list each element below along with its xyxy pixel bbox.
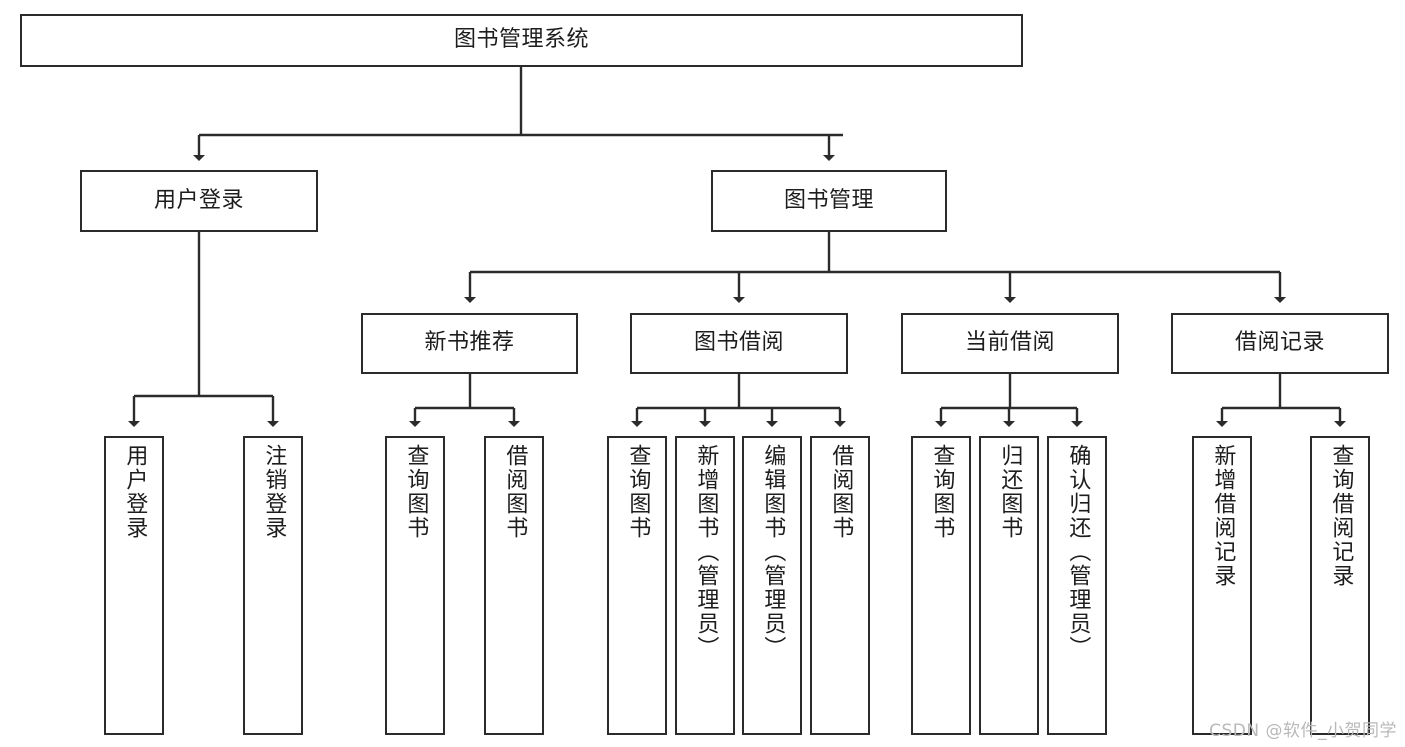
node-root-system[interactable]: 图书管理系统: [20, 14, 1023, 67]
leaf-user-login[interactable]: 用户登录: [104, 436, 164, 735]
node-borrow-record[interactable]: 借阅记录: [1171, 313, 1389, 374]
node-label: 查询图书: [403, 444, 429, 540]
csdn-watermark: CSDN @软件_小贺同学: [1209, 721, 1397, 741]
leaf-logout[interactable]: 注销登录: [243, 436, 303, 735]
leaf-add-borrow-record[interactable]: 新增借阅记录: [1192, 436, 1252, 735]
node-current-borrow[interactable]: 当前借阅: [901, 313, 1119, 374]
node-label: 图书借阅: [693, 330, 784, 356]
node-new-book-recommend[interactable]: 新书推荐: [361, 313, 578, 374]
node-label: 借阅图书: [502, 444, 528, 540]
node-label: 当前借阅: [964, 330, 1055, 356]
node-label: 确认归还（管理员）: [1065, 444, 1091, 660]
node-label: 图书管理: [783, 187, 874, 213]
leaf-query-borrow-record[interactable]: 查询借阅记录: [1310, 436, 1370, 735]
node-label: 借阅记录: [1234, 330, 1325, 356]
leaf-borrow-book[interactable]: 借阅图书: [810, 436, 870, 735]
leaf-borrow-book-recommend[interactable]: 借阅图书: [484, 436, 544, 735]
node-label: 图书管理系统: [453, 27, 589, 53]
node-label: 借阅图书: [828, 444, 854, 540]
node-label: 查询图书: [625, 444, 651, 540]
node-label: 用户登录: [153, 187, 244, 213]
node-label: 新增借阅记录: [1210, 444, 1236, 588]
node-label: 查询借阅记录: [1328, 444, 1354, 588]
node-label: 新书推荐: [424, 330, 515, 356]
leaf-add-book-admin[interactable]: 新增图书（管理员）: [675, 436, 735, 735]
node-user-login[interactable]: 用户登录: [80, 170, 318, 232]
leaf-confirm-return-admin[interactable]: 确认归还（管理员）: [1047, 436, 1107, 735]
node-label: 新增图书（管理员）: [693, 444, 719, 660]
node-label: 编辑图书（管理员）: [760, 444, 786, 660]
leaf-edit-book-admin[interactable]: 编辑图书（管理员）: [742, 436, 802, 735]
leaf-return-book[interactable]: 归还图书: [979, 436, 1039, 735]
node-label: 用户登录: [122, 444, 148, 540]
node-book-management[interactable]: 图书管理: [711, 170, 947, 232]
node-label: 注销登录: [261, 444, 287, 540]
node-book-borrow[interactable]: 图书借阅: [630, 313, 848, 374]
leaf-query-book-borrow[interactable]: 查询图书: [607, 436, 667, 735]
leaf-query-book-current[interactable]: 查询图书: [911, 436, 971, 735]
node-label: 查询图书: [929, 444, 955, 540]
leaf-query-book-recommend[interactable]: 查询图书: [385, 436, 445, 735]
node-label: 归还图书: [997, 444, 1023, 540]
